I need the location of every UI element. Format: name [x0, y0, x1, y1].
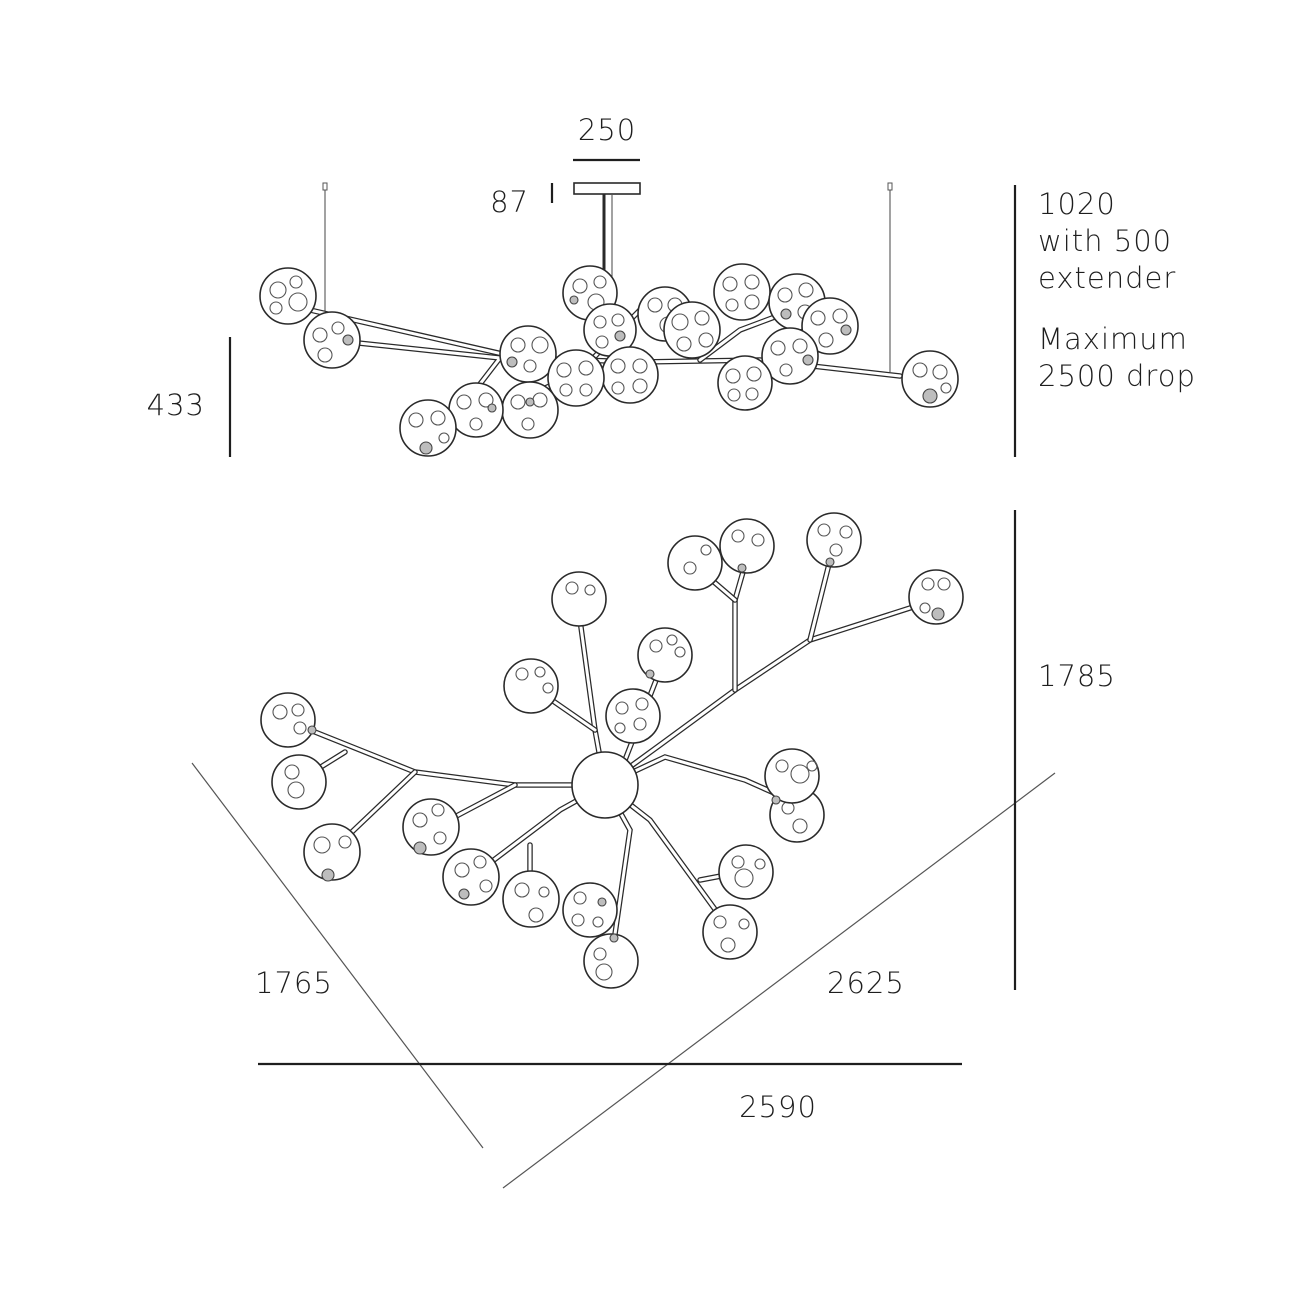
left-diagonal-guide: [191, 762, 484, 1149]
canopy-width-label: 250: [578, 113, 636, 147]
drop-text-line1: 1020: [1038, 187, 1116, 221]
max-drop-line2: 2500 drop: [1038, 359, 1196, 393]
right-cable-hook: [887, 182, 893, 191]
elevation-view: 250 87: [147, 113, 1196, 457]
glass-globe-icon: [601, 346, 659, 404]
glass-globe-icon: [499, 325, 557, 383]
drop-text-line2: with 500: [1038, 224, 1172, 258]
glass-globe-icon: [303, 823, 361, 882]
glass-globe-icon: [801, 297, 859, 355]
glass-globe-icon: [303, 311, 361, 369]
glass-globe-icon: [501, 381, 559, 439]
plan-arm-inner: [603, 598, 937, 787]
glass-globe-icon: [764, 748, 820, 805]
plan-globes: [260, 512, 964, 989]
glass-globe-icon: [502, 870, 560, 928]
glass-globe-icon: [901, 350, 959, 408]
glass-globe-icon: [702, 904, 758, 960]
plan-depth-label: 1785: [1038, 659, 1116, 693]
glass-globe-icon: [605, 688, 661, 744]
glass-globe-icon: [503, 658, 559, 714]
overall-width-label: 2590: [739, 1090, 817, 1124]
glass-globe-icon: [637, 627, 693, 683]
fixture-height-label: 433: [147, 388, 205, 422]
glass-globe-icon: [271, 754, 327, 810]
drop-text-line3: extender: [1038, 261, 1176, 295]
glass-globe-icon: [806, 512, 862, 568]
diagonal-left-label: 1765: [255, 966, 333, 1000]
glass-globe-icon: [562, 882, 618, 938]
glass-globe-icon: [448, 382, 504, 438]
plan-arm: [602, 597, 938, 788]
glass-globe-icon: [442, 848, 500, 906]
glass-globe-icon: [547, 349, 605, 407]
plan-arm-inner: [808, 558, 832, 642]
glass-globe-icon: [908, 569, 964, 625]
ceiling-canopy: [573, 182, 641, 195]
glass-globe-icon: [551, 571, 607, 627]
glass-globe-icon: [402, 798, 460, 856]
glass-globe-icon: [719, 518, 775, 574]
elevation-globes: [259, 263, 959, 457]
glass-globe-icon: [583, 933, 639, 989]
plan-view: 1785 1765 2625 2590: [191, 510, 1116, 1189]
glass-globe-icon: [718, 844, 774, 900]
central-hub: [571, 751, 639, 819]
canopy-height-label: 87: [490, 185, 529, 219]
glass-globe-icon: [399, 399, 457, 457]
plan-arm-inner: [733, 563, 747, 692]
glass-globe-icon: [260, 692, 317, 748]
right-diagonal-guide: [502, 772, 1056, 1189]
glass-globe-icon: [259, 267, 317, 325]
left-cable-hook: [322, 182, 328, 191]
glass-globe-icon: [663, 301, 721, 359]
glass-globe-icon: [761, 327, 819, 385]
plan-arm-inner: [308, 728, 602, 787]
max-drop-line1: Maximum: [1038, 322, 1188, 356]
glass-globe-icon: [713, 263, 771, 321]
glass-globe-icon: [667, 535, 723, 591]
glass-globe-icon: [717, 355, 773, 411]
diagonal-right-label: 2625: [827, 966, 905, 1000]
